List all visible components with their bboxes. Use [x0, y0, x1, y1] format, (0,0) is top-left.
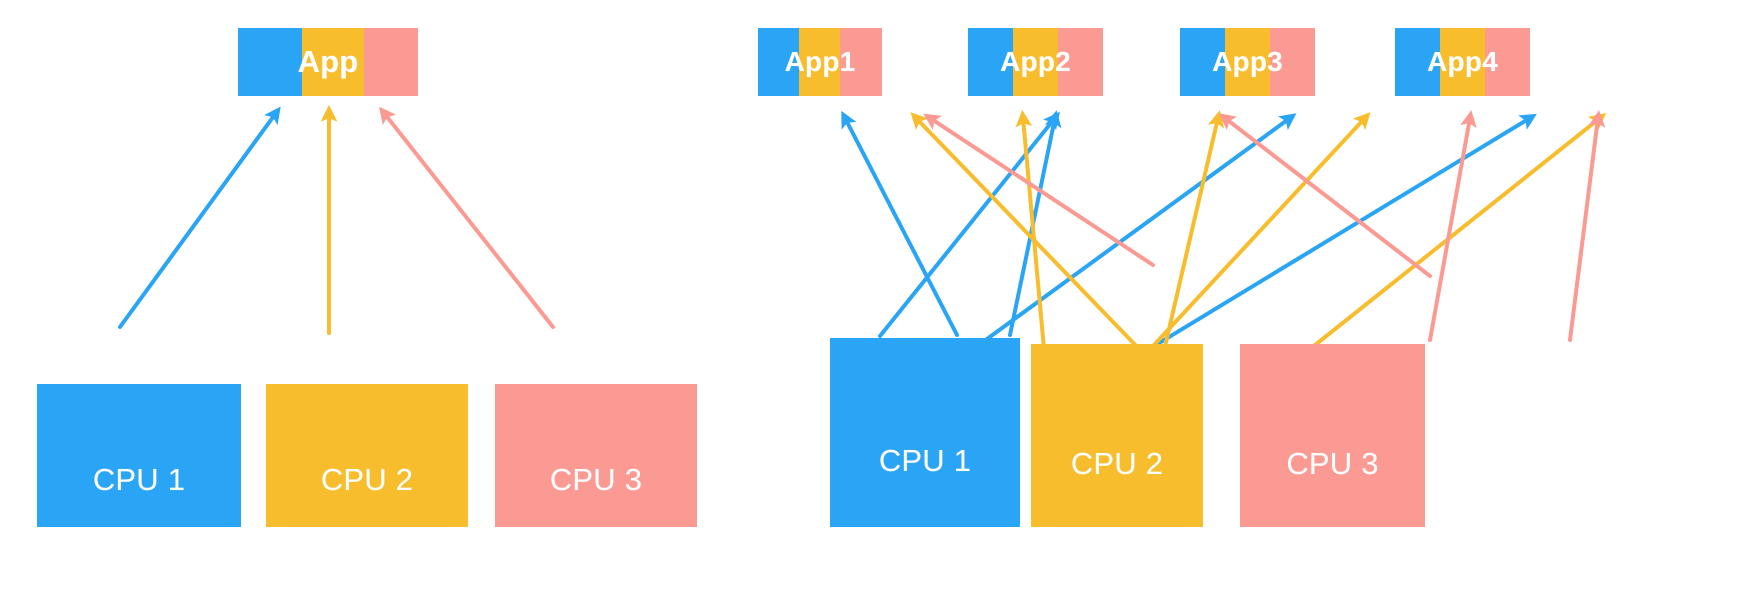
arrow-rcpu2-to-app2	[1015, 110, 1047, 362]
app-segment-0	[758, 28, 799, 96]
app-segment-1	[1013, 28, 1058, 96]
arrow-cpu1-to-app	[118, 106, 281, 329]
app-segment-0	[238, 28, 302, 96]
app-box-app1[interactable]: App1	[758, 28, 882, 96]
app-box-app[interactable]: App	[238, 28, 418, 96]
app-segment-2	[1058, 28, 1103, 96]
app-segment-1	[799, 28, 840, 96]
arrow-rcpu3-to-app4	[1568, 110, 1606, 342]
app-segment-0	[968, 28, 1013, 96]
arrow-rcpu1-to-app1	[841, 110, 959, 337]
arrow-rcpu3-to-app3	[1428, 110, 1477, 342]
app-segment-1	[1440, 28, 1485, 96]
arrow-cpu3-to-app	[379, 106, 555, 329]
cpu-box-rcpu3[interactable]: CPU 3	[1240, 344, 1425, 527]
arrow-rcpu1-to-app4	[948, 113, 1297, 368]
cpu-label: CPU 3	[549, 461, 643, 497]
cpu-box-rcpu1[interactable]: CPU 1	[830, 338, 1020, 527]
app-segment-1	[1225, 28, 1270, 96]
cpu-label: CPU 2	[1070, 445, 1164, 481]
app-segment-2	[364, 28, 418, 96]
arrow-rcpu2-to-app3	[1158, 110, 1225, 370]
cpu-box-cpu2[interactable]: CPU 2	[266, 384, 468, 527]
app-segment-2	[840, 28, 882, 96]
app-box-app4[interactable]: App4	[1395, 28, 1530, 96]
app-segment-1	[302, 28, 364, 96]
cpu-box-cpu3[interactable]: CPU 3	[495, 384, 697, 527]
arrow-rcpu1-to-app2	[1008, 110, 1062, 337]
app-segment-0	[1180, 28, 1225, 96]
cpu-label: CPU 2	[320, 461, 414, 497]
app-label: App4	[1427, 46, 1498, 77]
cpu-box-cpu1[interactable]: CPU 1	[37, 384, 241, 527]
arrow-rcpu2-to-app3b	[1138, 112, 1371, 362]
app-label: App3	[1212, 46, 1283, 77]
app-label: App1	[784, 46, 856, 77]
app-box-app3[interactable]: App3	[1180, 28, 1315, 96]
arrow-rcpu2-to-app1	[910, 112, 1147, 357]
arrow-rcpu3-to-app2	[1218, 113, 1432, 278]
cpu-label: CPU 3	[1286, 445, 1379, 481]
arrow-rcpu1-to-app4b	[1116, 113, 1537, 370]
arrow-rcpu1-to-app3	[878, 111, 1061, 338]
app-segment-2	[1485, 28, 1530, 96]
app-box-app2[interactable]: App2	[968, 28, 1103, 96]
arrow-rcpu3-to-app1	[923, 113, 1155, 267]
app-label: App	[297, 44, 359, 79]
app-segment-2	[1270, 28, 1315, 96]
cpu-box-rcpu2[interactable]: CPU 2	[1031, 344, 1203, 527]
app-label: App2	[1000, 46, 1071, 77]
app-segment-0	[1395, 28, 1440, 96]
cpu-label: CPU 1	[878, 442, 972, 478]
cpu-label: CPU 1	[92, 461, 186, 497]
arrow-rcpu2-to-app4	[1288, 113, 1607, 367]
